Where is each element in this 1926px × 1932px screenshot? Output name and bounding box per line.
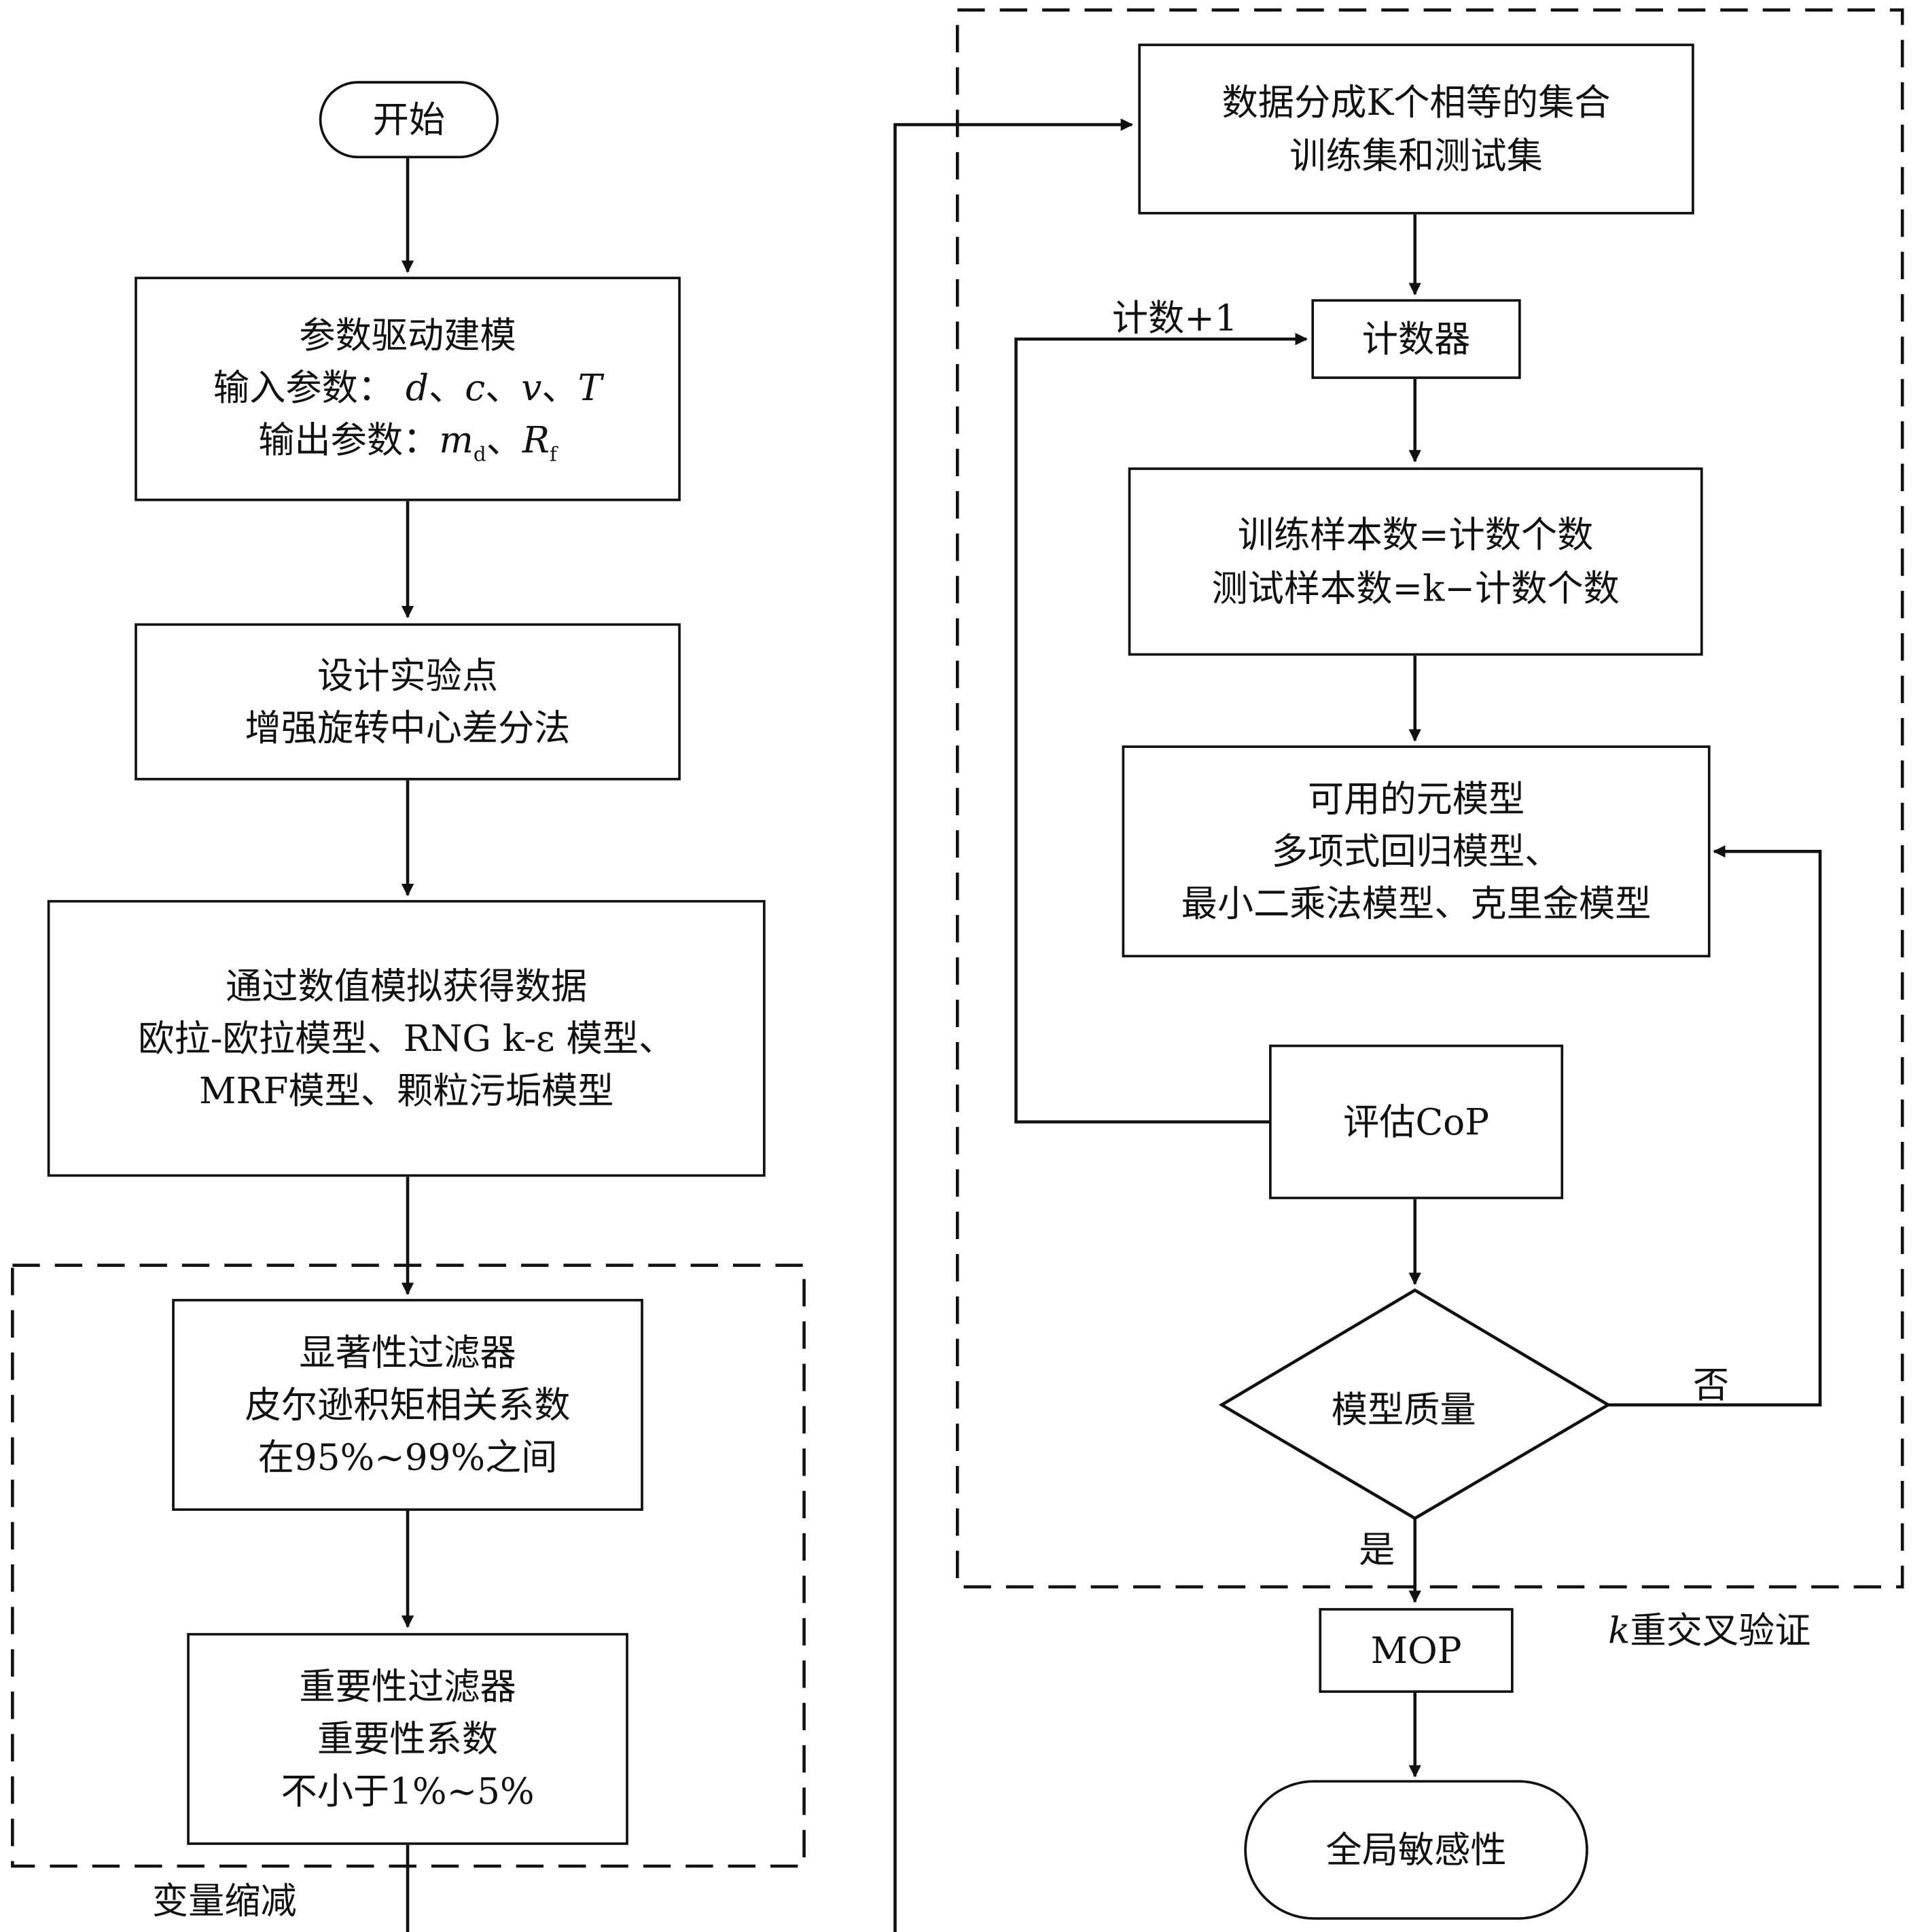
start-label: 开始 xyxy=(372,98,446,141)
importance-filter-node: 重要性过滤器 重要性系数 不小于1%~5% xyxy=(187,1632,628,1845)
sig-line-2: 皮尔逊积矩相关系数 xyxy=(245,1383,571,1427)
imp-line-2: 重要性系数 xyxy=(317,1717,499,1760)
start-node: 开始 xyxy=(319,81,499,159)
sim-line-3: MRF模型、颗粒污垢模型 xyxy=(198,1069,614,1112)
samples-line-2: 测试样本数=k−计数个数 xyxy=(1211,567,1620,609)
count-plus-label: 计数+1 xyxy=(1111,296,1238,340)
param-outputs: 输出参数：md、Rf xyxy=(258,418,557,467)
counter-label: 计数器 xyxy=(1361,317,1471,361)
mop-node: MOP xyxy=(1319,1608,1514,1693)
param-modeling-node: 参数驱动建模 输入参数： d、c、v、T 输出参数：md、Rf xyxy=(135,276,681,501)
sim-line-1: 通过数值模拟获得数据 xyxy=(226,965,588,1007)
simulation-node: 通过数值模拟获得数据 欧拉-欧拉模型、RNG k-ε 模型、 MRF模型、颗粒污… xyxy=(47,899,766,1177)
kfold-group-border xyxy=(955,8,1904,1589)
mop-label: MOP xyxy=(1370,1629,1462,1672)
samples-line-1: 训练样本数=计数个数 xyxy=(1237,514,1594,557)
sample-count-node: 训练样本数=计数个数 测试样本数=k−计数个数 xyxy=(1128,467,1703,656)
imp-line-1: 重要性过滤器 xyxy=(299,1665,516,1708)
quality-label: 模型质量 xyxy=(1331,1389,1476,1431)
param-title: 参数驱动建模 xyxy=(299,314,516,357)
sim-line-2: 欧拉-欧拉模型、RNG k-ε 模型、 xyxy=(138,1017,675,1060)
end-node: 全局敏感性 xyxy=(1244,1780,1588,1920)
sig-line-3: 在95%~99%之间 xyxy=(257,1435,558,1479)
param-out-label: 输出参数： xyxy=(258,418,440,462)
yes-label: 是 xyxy=(1359,1528,1395,1571)
kfold-group-label: k重交叉验证 xyxy=(1608,1609,1811,1652)
meta-line-1: 可用的元模型 xyxy=(1307,777,1525,821)
meta-line-3: 最小二乘法模型、克里金模型 xyxy=(1181,882,1652,925)
doe-node: 设计实验点 增强旋转中心差分法 xyxy=(135,623,681,781)
significance-filter-node: 显著性过滤器 皮尔逊积矩相关系数 在95%~99%之间 xyxy=(172,1299,643,1511)
no-label: 否 xyxy=(1692,1363,1730,1406)
cop-label: 评估CoP xyxy=(1343,1101,1490,1143)
doe-line-1: 设计实验点 xyxy=(317,654,499,697)
param-inputs: 输入参数： d、c、v、T xyxy=(213,366,603,409)
metamodel-node: 可用的元模型 多项式回归模型、 最小二乘法模型、克里金模型 xyxy=(1122,745,1711,958)
meta-line-2: 多项式回归模型、 xyxy=(1271,830,1561,873)
reduction-group-label: 变量缩减 xyxy=(151,1880,297,1922)
param-in-label: 输入参数： xyxy=(213,366,395,409)
kfold-text: 重交叉验证 xyxy=(1630,1609,1811,1652)
cop-node: 评估CoP xyxy=(1269,1044,1564,1200)
counter-node: 计数器 xyxy=(1311,299,1521,379)
split-data-node: 数据分成K个相等的集合 训练集和测试集 xyxy=(1138,43,1694,215)
end-label: 全局敏感性 xyxy=(1325,1828,1507,1872)
imp-line-3: 不小于1%~5% xyxy=(281,1770,535,1813)
split-line-1: 数据分成K个相等的集合 xyxy=(1221,82,1611,124)
sig-line-1: 显著性过滤器 xyxy=(299,1331,516,1374)
doe-line-2: 增强旋转中心差分法 xyxy=(245,706,571,749)
split-line-2: 训练集和测试集 xyxy=(1289,134,1543,177)
